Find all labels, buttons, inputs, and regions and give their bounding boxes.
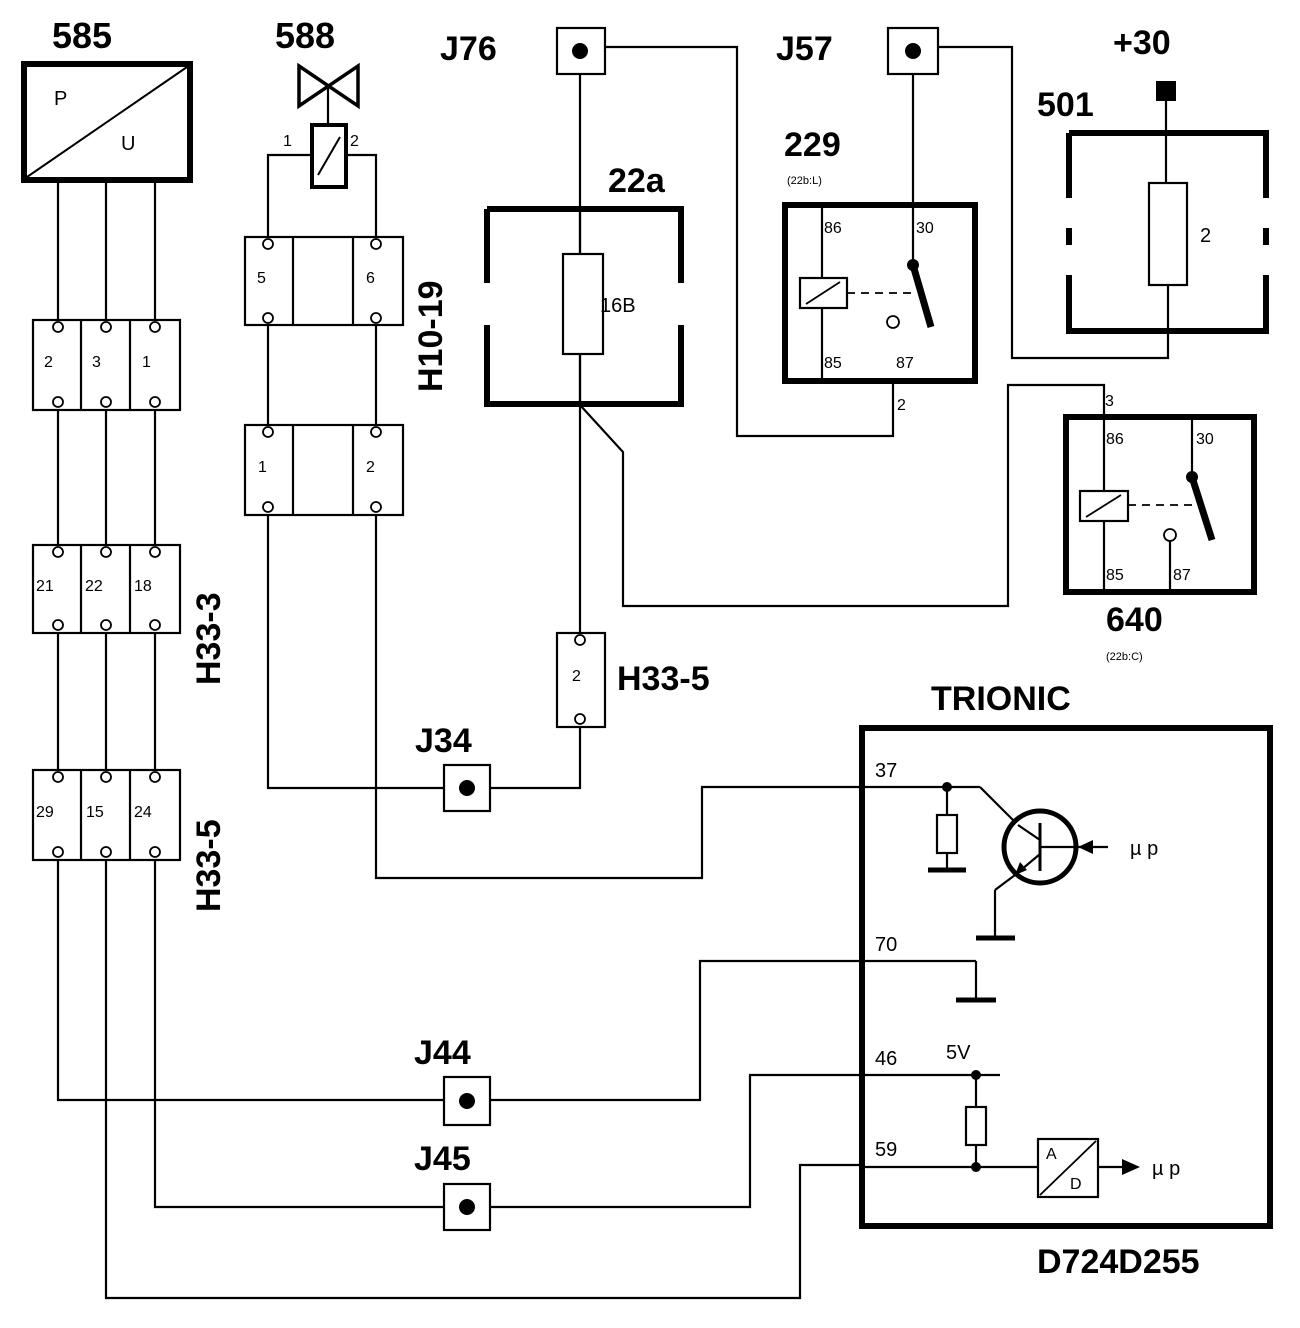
junction-j76: J76 xyxy=(440,26,607,76)
relay229-out: 2 xyxy=(897,397,906,414)
trionic-ecu: TRIONIC 37 µ p 70 46 5V xyxy=(859,680,1273,1281)
h1019-pin-2: 2 xyxy=(366,459,375,476)
trionic-pin-59: 59 xyxy=(875,1139,897,1161)
wire-585-b xyxy=(104,180,860,1300)
trionic-pin-46: 46 xyxy=(875,1048,897,1070)
fuse-501 xyxy=(1147,181,1189,287)
label-585: 585 xyxy=(52,15,112,56)
fuse-16b xyxy=(561,252,605,356)
trionic-title: TRIONIC xyxy=(931,680,1071,718)
relay229-87: 87 xyxy=(896,355,914,372)
blockA-pin-3: 1 xyxy=(142,354,151,371)
wire-588-1 xyxy=(266,153,312,237)
arrow-right-icon xyxy=(1122,1159,1140,1175)
label-plus30: +30 xyxy=(1113,24,1171,62)
ad-a: A xyxy=(1046,1146,1057,1163)
wire-j34-h335 xyxy=(490,727,582,790)
pu-diagonal xyxy=(26,66,188,178)
ref-640: (22b:C) xyxy=(1106,651,1143,663)
blockA-pin-2: 3 xyxy=(92,354,101,371)
label-j45: J45 xyxy=(414,1140,471,1178)
wire-j44-70 xyxy=(490,959,860,1102)
pu-p: P xyxy=(54,88,67,110)
wire-22a-640 xyxy=(579,383,1106,608)
pullup-resistor xyxy=(964,1105,988,1147)
relay229-30: 30 xyxy=(916,220,934,237)
wire-to-j34 xyxy=(266,515,444,790)
junction-j34: J34 xyxy=(415,722,492,813)
h335-pin-1: 29 xyxy=(36,804,54,821)
wire-588-2 xyxy=(346,153,378,237)
h335-pin-2: 15 xyxy=(86,804,104,821)
junction-j45: J45 xyxy=(414,1140,492,1232)
h333-pin-2: 22 xyxy=(85,578,103,595)
h333-pin-3: 18 xyxy=(134,578,152,595)
h333-pin-1: 21 xyxy=(36,578,54,595)
supply-plus30: +30 xyxy=(1113,24,1176,101)
relay-229: 229 (22b:L) 86 30 85 87 2 xyxy=(782,126,978,414)
relay-640: 3 86 30 85 87 640 (22b:C) xyxy=(1063,393,1257,663)
label-640: 640 xyxy=(1106,601,1163,639)
arrow-left-icon xyxy=(1078,840,1093,854)
trionic-pin-70: 70 xyxy=(875,934,897,956)
label-j76: J76 xyxy=(440,30,497,68)
mu-p-top: µ p xyxy=(1130,838,1158,860)
trionic-pin-37: 37 xyxy=(875,760,897,782)
label-j44: J44 xyxy=(414,1034,471,1072)
connector-h33-5-main: 29 15 24 H33-5 xyxy=(31,768,228,912)
component-585: 585 P U xyxy=(21,15,193,183)
wire-j76-229 xyxy=(605,45,895,438)
connector-block-a: 2 3 1 xyxy=(31,318,182,412)
h335-single-pin: 2 xyxy=(572,668,581,685)
relay229-86: 86 xyxy=(824,220,842,237)
label-h33-5-single: H33-5 xyxy=(617,660,710,698)
wire-585-a xyxy=(56,180,444,1102)
wire-to-37 xyxy=(374,515,860,880)
h1019-pin-5: 5 xyxy=(257,270,266,287)
connector-h33-5-single: 2 H33-5 xyxy=(555,631,710,729)
h1019-pin-1: 1 xyxy=(258,459,267,476)
label-h33-3: H33-3 xyxy=(190,592,228,685)
valve-pin-1: 1 xyxy=(283,133,292,150)
label-j34: J34 xyxy=(415,722,472,760)
trionic-code: D724D255 xyxy=(1037,1243,1200,1281)
pulldown-resistor xyxy=(935,813,959,855)
label-j57: J57 xyxy=(776,30,833,68)
component-22a: 22a 16B xyxy=(484,162,684,407)
connector-h10-19: 5 6 1 2 H10-19 xyxy=(243,235,450,517)
label-22a: 22a xyxy=(608,162,666,200)
h1019-pin-6: 6 xyxy=(366,270,375,287)
relay229-85: 85 xyxy=(824,355,842,372)
label-5v: 5V xyxy=(946,1042,971,1064)
ref-229: (22b:L) xyxy=(787,175,822,187)
relay640-86: 86 xyxy=(1106,431,1124,448)
label-588: 588 xyxy=(275,15,335,56)
fuse-501-label: 2 xyxy=(1200,225,1211,247)
ad-d: D xyxy=(1070,1176,1082,1193)
wire-j45-46 xyxy=(490,1073,860,1209)
junction-j57: J57 xyxy=(776,26,940,76)
relay640-87: 87 xyxy=(1173,567,1191,584)
h335-pin-3: 24 xyxy=(134,804,152,821)
relay640-85: 85 xyxy=(1106,567,1124,584)
wire-585-c xyxy=(153,180,444,1209)
mu-p-bottom: µ p xyxy=(1152,1158,1180,1180)
label-h33-5-main: H33-5 xyxy=(190,819,228,912)
relay640-in: 3 xyxy=(1105,393,1114,410)
relay640-30: 30 xyxy=(1196,431,1214,448)
junction-j44: J44 xyxy=(414,1034,492,1127)
fuse-16b-label: 16B xyxy=(600,295,636,317)
pu-u: U xyxy=(121,133,135,155)
valve-pin-2: 2 xyxy=(350,133,359,150)
label-h10-19: H10-19 xyxy=(412,280,450,392)
connector-h33-3: 21 22 18 H33-3 xyxy=(31,543,228,685)
component-501: 501 2 xyxy=(1037,86,1269,334)
component-588: 588 1 2 xyxy=(275,15,360,189)
label-501: 501 xyxy=(1037,86,1094,124)
label-229: 229 xyxy=(784,126,841,164)
blockA-pin-1: 2 xyxy=(44,354,53,371)
